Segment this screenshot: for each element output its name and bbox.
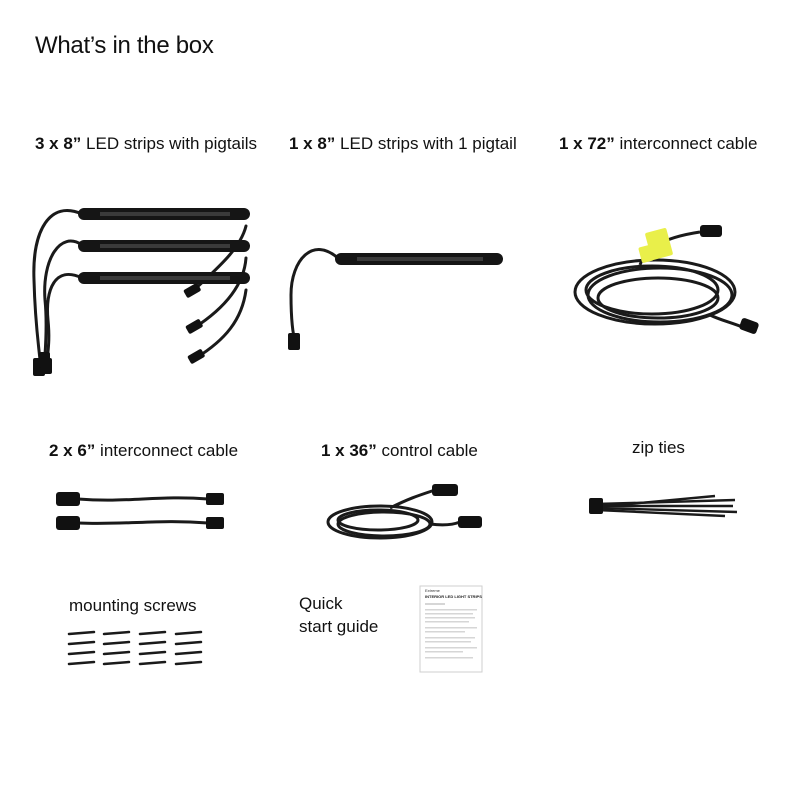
caption-label: LED strips with 1 pigtail (340, 134, 517, 153)
caption-label: interconnect cable (619, 134, 758, 153)
caption-label: zip ties (632, 438, 685, 457)
caption-label: interconnect cable (100, 441, 239, 460)
mounting-screws-image (64, 628, 214, 673)
caption-qty: 3 x 8” (35, 134, 82, 153)
page-title: What’s in the box (35, 32, 214, 59)
caption-line1: Quick (299, 594, 343, 613)
quick-start-guide-image: Extreme INTERIOR LED LIGHT STRIPS (419, 585, 483, 673)
caption-led-strip-1-pigtail: 1 x 8” LED strips with 1 pigtail (289, 134, 517, 154)
caption-qty: 1 x 36” (321, 441, 377, 460)
caption-interconnect-6: 2 x 6” interconnect cable (49, 441, 238, 461)
caption-label: LED strips with pigtails (86, 134, 258, 153)
caption-qty: 1 x 8” (289, 134, 336, 153)
led-strip-1-image (283, 235, 508, 355)
guide-brand: Extreme (425, 588, 440, 593)
caption-label: mounting screws (69, 596, 197, 615)
caption-control-36: 1 x 36” control cable (321, 441, 478, 461)
caption-label: control cable (381, 441, 478, 460)
control-36-image (320, 480, 490, 550)
caption-guide: Quick start guide (299, 592, 378, 638)
caption-qty: 2 x 6” (49, 441, 96, 460)
led-strips-3-image (20, 190, 260, 380)
caption-led-strips-pigtails: 3 x 8” LED strips with pigtails (35, 134, 257, 154)
guide-heading: INTERIOR LED LIGHT STRIPS (425, 594, 482, 599)
caption-zip-ties: zip ties (632, 438, 685, 458)
interconnect-6-image (48, 485, 228, 535)
caption-screws: mounting screws (69, 596, 197, 616)
interconnect-72-image (560, 210, 765, 350)
zip-ties-image (585, 488, 745, 528)
caption-line2: start guide (299, 617, 379, 636)
caption-interconnect-72: 1 x 72” interconnect cable (559, 134, 757, 154)
caption-qty: 1 x 72” (559, 134, 615, 153)
